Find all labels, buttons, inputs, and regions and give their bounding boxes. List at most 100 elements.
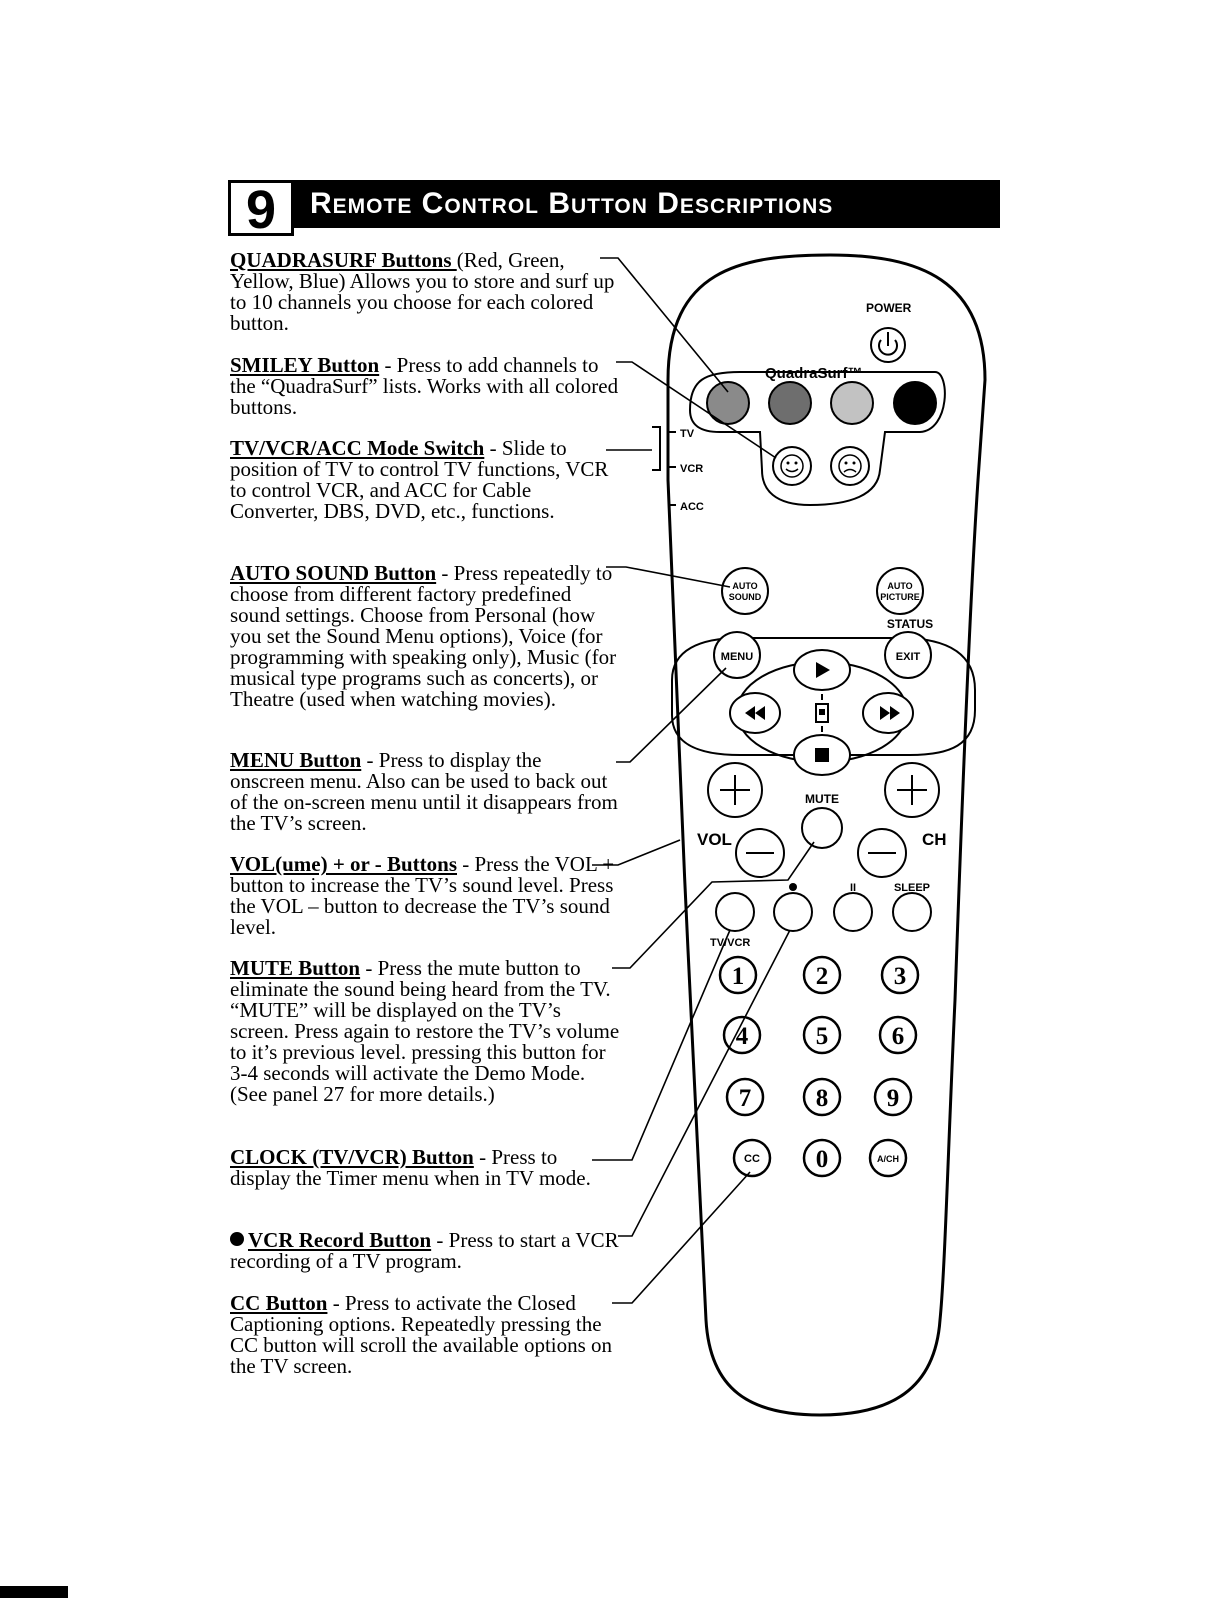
- digit-label: 1: [732, 963, 745, 990]
- cc-label: CC: [744, 1153, 760, 1165]
- desc-quadrasurf: QUADRASURF Buttons (Red, Green, Yellow, …: [230, 250, 620, 334]
- leader-menu: [616, 667, 727, 763]
- vcr-record-button[interactable]: [773, 892, 813, 932]
- vol-up-button[interactable]: [707, 762, 763, 818]
- ch-label: CH: [922, 830, 947, 849]
- desc-label: VOL(ume) + or - Buttons: [230, 852, 457, 876]
- smiley-icon: [780, 454, 804, 478]
- digit-button-1[interactable]: 1: [718, 955, 758, 995]
- auto-picture-button[interactable]: AUTO PICTURE: [876, 567, 924, 615]
- crop-mark: [0, 1586, 68, 1598]
- exit-label: EXIT: [896, 651, 921, 663]
- leader-lines: [592, 257, 815, 1304]
- ch-down-button[interactable]: [857, 828, 907, 878]
- auto-picture-line2: PICTURE: [880, 592, 920, 602]
- desc-cc: CC Button - Press to activate the Closed…: [230, 1293, 620, 1377]
- menu-button[interactable]: MENU: [713, 631, 761, 679]
- desc-label: SMILEY Button: [230, 353, 380, 377]
- ach-button[interactable]: A/CH: [868, 1138, 908, 1178]
- desc-text: - Press the mute button to eliminate the…: [230, 956, 620, 1106]
- fast-forward-icon: [880, 706, 900, 720]
- desc-text: (Red, Green, Yellow, Blue) Allows you to…: [230, 248, 615, 335]
- digit-button-3[interactable]: 3: [880, 955, 920, 995]
- ach-label: A/CH: [877, 1154, 899, 1164]
- sleep-label: SLEEP: [894, 882, 930, 894]
- quadrasurf-green-button[interactable]: [768, 381, 812, 425]
- leader-volume: [592, 839, 681, 866]
- desc-mode-switch: TV/VCR/ACC Mode Switch - Slide to positi…: [230, 438, 620, 522]
- clock-tvvcr-button[interactable]: [715, 892, 755, 932]
- frown-icon: [838, 454, 862, 478]
- quadrasurf-label: QuadraSurf™: [765, 365, 863, 382]
- digit-button-5[interactable]: 5: [802, 1015, 842, 1055]
- auto-sound-line2: SOUND: [729, 592, 762, 602]
- desc-label: VCR Record Button: [248, 1228, 432, 1252]
- sleep-button[interactable]: [892, 892, 932, 932]
- menu-label: MENU: [721, 651, 753, 663]
- digit-button-7[interactable]: 7: [725, 1077, 765, 1117]
- exit-button[interactable]: EXIT: [884, 631, 932, 679]
- digit-button-0[interactable]: 0: [802, 1138, 842, 1178]
- mode-switch[interactable]: TV VCR ACC: [652, 426, 704, 513]
- play-icon: [816, 662, 830, 678]
- mode-acc-label: ACC: [680, 501, 704, 513]
- digit-button-9[interactable]: 9: [873, 1077, 913, 1117]
- desc-text: - Press to start a VCR recording of a TV…: [230, 1228, 619, 1273]
- desc-volume: VOL(ume) + or - Buttons - Press the VOL …: [230, 854, 620, 938]
- auto-sound-button[interactable]: AUTO SOUND: [721, 567, 769, 615]
- auto-picture-line1: AUTO: [887, 581, 912, 591]
- desc-text: - Slide to position of TV to control TV …: [230, 436, 609, 523]
- desc-label: MENU Button: [230, 748, 362, 772]
- digit-button-2[interactable]: 2: [802, 955, 842, 995]
- ch-up-button[interactable]: [884, 762, 940, 818]
- desc-label: QUADRASURF Buttons: [230, 248, 457, 272]
- desc-menu: MENU Button - Press to display the onscr…: [230, 750, 620, 834]
- rewind-button[interactable]: [729, 692, 781, 734]
- digit-button-6[interactable]: 6: [878, 1015, 918, 1055]
- stop-button[interactable]: [793, 734, 851, 776]
- nav-cluster-frame: [671, 637, 976, 756]
- power-button[interactable]: [870, 327, 906, 363]
- pause-button[interactable]: [833, 892, 873, 932]
- quadrasurf-yellow-button[interactable]: [830, 381, 874, 425]
- cc-button[interactable]: CC: [732, 1138, 772, 1178]
- vol-down-button[interactable]: [735, 828, 785, 878]
- desc-text: - Press to activate the Closed Captionin…: [230, 1291, 613, 1378]
- section-number: 9: [245, 180, 277, 240]
- record-dot-icon: [230, 1232, 244, 1246]
- desc-text: - Press the VOL + button to increase the…: [230, 852, 615, 939]
- leader-vcr-record: [618, 929, 791, 1237]
- desc-label: MUTE Button: [230, 956, 361, 980]
- rewind-icon: [745, 706, 765, 720]
- vol-label: VOL: [697, 830, 732, 849]
- quadrasurf-frame: [688, 371, 946, 507]
- record-dot-icon: [789, 883, 797, 891]
- digit-label: 7: [739, 1085, 752, 1112]
- pause-label: II: [850, 882, 856, 894]
- leader-cc: [612, 1171, 751, 1304]
- auto-sound-line1: AUTO: [732, 581, 757, 591]
- fast-forward-button[interactable]: [862, 692, 914, 734]
- digit-label: 4: [736, 1023, 749, 1050]
- desc-label: TV/VCR/ACC Mode Switch: [230, 436, 485, 460]
- zero-label: 0: [816, 1146, 829, 1173]
- play-button[interactable]: [793, 649, 851, 691]
- frown-button[interactable]: [830, 446, 870, 486]
- desc-text: - Press repeatedly to choose from differ…: [230, 561, 617, 711]
- digit-label: 5: [816, 1023, 829, 1050]
- desc-clock: CLOCK (TV/VCR) Button - Press to display…: [230, 1147, 620, 1189]
- section-header: 9 Remote Control Button Descriptions: [228, 180, 1000, 240]
- digit-button-8[interactable]: 8: [802, 1077, 842, 1117]
- leader-quadrasurf: [600, 257, 729, 393]
- digit-label: 2: [816, 963, 829, 990]
- quadrasurf-red-button[interactable]: [706, 381, 750, 425]
- mute-button[interactable]: [801, 807, 843, 849]
- power-icon: [878, 339, 898, 356]
- leader-smiley: [616, 361, 777, 459]
- desc-text: - Press to add channels to the “QuadraSu…: [230, 353, 619, 419]
- quadrasurf-blue-button[interactable]: [893, 381, 937, 425]
- desc-smiley: SMILEY Button - Press to add channels to…: [230, 355, 620, 418]
- smiley-button[interactable]: [772, 446, 812, 486]
- mode-vcr-label: VCR: [680, 463, 703, 475]
